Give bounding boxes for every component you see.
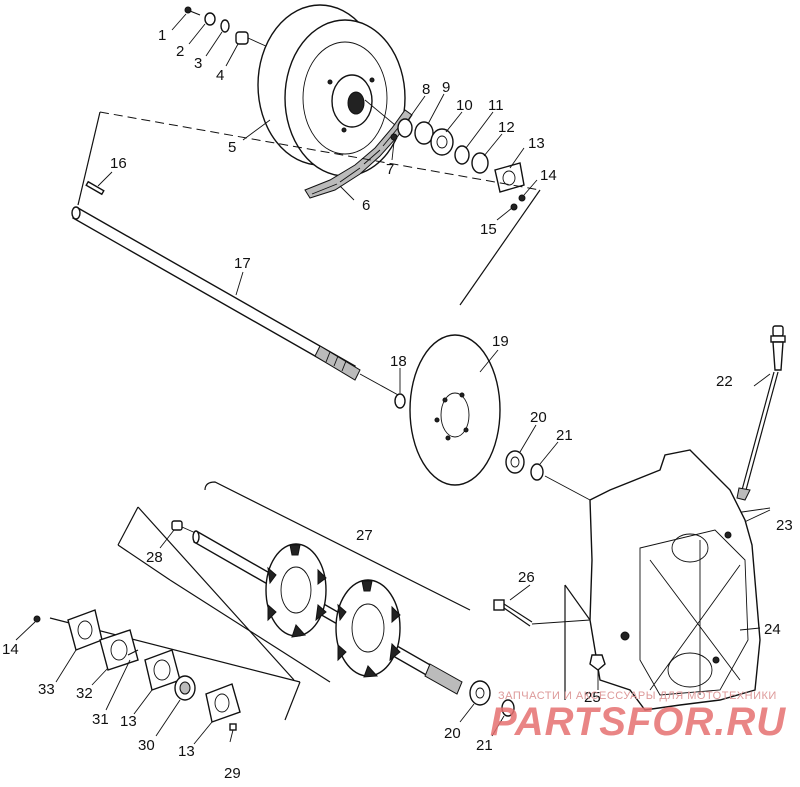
callout-22: 22 xyxy=(716,373,733,390)
callout-19: 19 xyxy=(492,333,509,350)
part-5-pulley xyxy=(257,4,406,177)
callout-11: 11 xyxy=(488,97,504,114)
callout-24: 24 xyxy=(764,621,781,638)
callout-32: 32 xyxy=(76,685,93,702)
part-21-o-ring-bottom xyxy=(501,699,515,717)
bearing-stack-lower-left xyxy=(33,609,301,743)
callout-3: 3 xyxy=(194,55,202,72)
part-26-bolt xyxy=(493,599,591,627)
callout-20-top: 20 xyxy=(530,409,547,426)
callout-16: 16 xyxy=(110,155,127,172)
part-24-chaincase xyxy=(589,449,761,711)
callout-21-bottom: 21 xyxy=(476,737,493,754)
callout-12: 12 xyxy=(498,119,515,136)
reference-lines-top xyxy=(77,99,541,306)
part-19-brake-disc xyxy=(409,334,501,486)
reference-bracket-27 xyxy=(117,481,471,683)
watermark-tagline: ЗАПЧАСТИ И АКСЕССУАРЫ ДЛЯ МОТОТЕХНИКИ xyxy=(498,690,777,702)
leader-lines xyxy=(15,13,771,745)
sprocket-right xyxy=(335,579,401,678)
callout-10: 10 xyxy=(456,97,473,114)
callout-13-bottom: 13 xyxy=(178,743,195,760)
callout-8: 8 xyxy=(422,81,430,98)
callout-14-bottom: 14 xyxy=(2,641,19,658)
part-15-bolt xyxy=(510,203,518,211)
sprocket-left xyxy=(265,543,327,638)
part-32-seal xyxy=(99,629,139,671)
part-13-flange-mid xyxy=(144,649,181,691)
part-7-pin xyxy=(390,133,398,141)
part-20-bearing-top xyxy=(505,450,525,474)
callout-7: 7 xyxy=(386,161,394,178)
part-10-bearing xyxy=(430,128,454,156)
callout-13-top: 13 xyxy=(528,135,545,152)
part-20-bearing-bottom xyxy=(469,680,491,706)
callout-2: 2 xyxy=(176,43,184,60)
callout-18: 18 xyxy=(390,353,407,370)
callout-21-top: 21 xyxy=(556,427,573,444)
part-3-washer xyxy=(220,19,230,33)
part-12-bearing xyxy=(471,152,489,174)
watermark-logo: PARTSFOR.RU xyxy=(490,700,787,744)
callout-9: 9 xyxy=(442,79,450,96)
part-14-nut-top xyxy=(518,194,526,202)
callout-27: 27 xyxy=(356,527,373,544)
part-8-ring xyxy=(397,118,413,138)
part-17-shaft xyxy=(71,206,361,381)
part-30-bearing xyxy=(174,675,196,701)
part-14-nut-bottom xyxy=(33,615,41,623)
callout-6: 6 xyxy=(362,197,370,214)
callout-25: 25 xyxy=(584,689,601,706)
callout-labels: 1 2 3 4 5 6 7 8 9 10 11 12 13 14 15 16 1… xyxy=(2,27,793,782)
callout-4: 4 xyxy=(216,67,224,84)
part-22-dipstick xyxy=(736,325,786,501)
callout-1: 1 xyxy=(158,27,166,44)
callout-15: 15 xyxy=(480,221,497,238)
part-29-bolt xyxy=(229,723,237,743)
callout-33: 33 xyxy=(38,681,55,698)
callout-17: 17 xyxy=(234,255,251,272)
part-13-flange-bottom xyxy=(205,683,241,723)
part-11-ring xyxy=(454,145,470,165)
callout-29: 29 xyxy=(224,765,241,782)
part-18-snap-ring xyxy=(394,393,406,409)
driven-pulley-group xyxy=(184,4,526,211)
part-9-spacer xyxy=(414,121,434,145)
part-13-flange-top xyxy=(494,162,525,193)
callout-5: 5 xyxy=(228,139,236,156)
part-4-bushing xyxy=(235,31,269,48)
callout-13-mid: 13 xyxy=(120,713,137,730)
part-33-plate xyxy=(67,609,103,651)
part-1-bolt xyxy=(184,6,201,16)
part-16-key xyxy=(85,180,105,196)
part-25-nut xyxy=(589,654,606,671)
callout-20-bottom: 20 xyxy=(444,725,461,742)
part-31-pin xyxy=(127,649,139,656)
callout-23: 23 xyxy=(776,517,793,534)
part-27-drive-axle xyxy=(192,530,463,695)
part-21-o-ring-top xyxy=(530,463,544,481)
callout-26: 26 xyxy=(518,569,535,586)
part-2-washer xyxy=(204,12,216,26)
callout-28: 28 xyxy=(146,549,163,566)
callout-14-top: 14 xyxy=(540,167,557,184)
callout-30: 30 xyxy=(138,737,155,754)
callout-31: 31 xyxy=(92,711,109,728)
